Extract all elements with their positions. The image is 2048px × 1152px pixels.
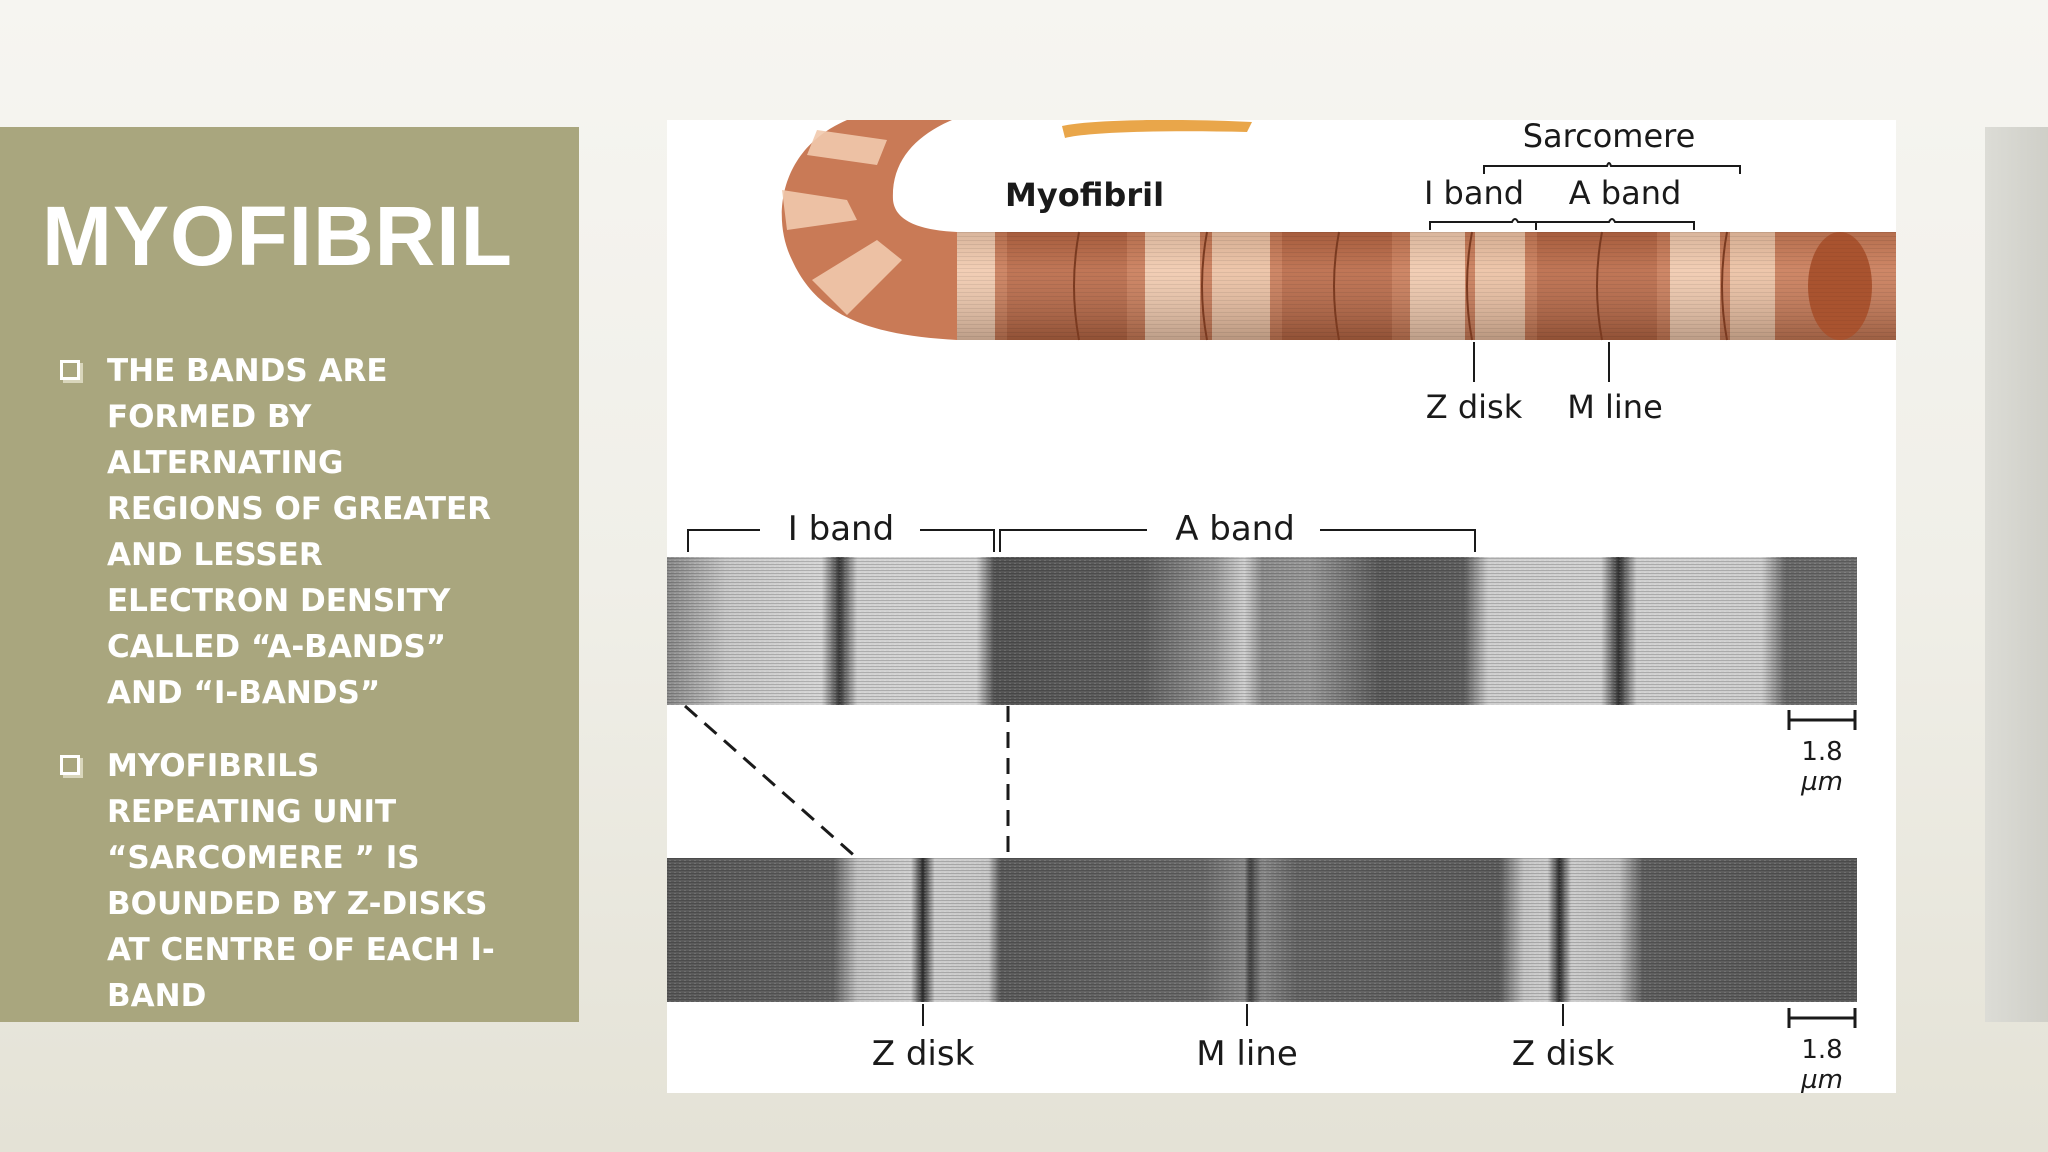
a-band-bracket-left (999, 529, 1147, 552)
scale-bar-upper-value: 1.8 (1801, 737, 1842, 767)
a-band-bracket-right (1320, 529, 1476, 552)
myofibril-label: Myofibril (1005, 176, 1164, 214)
m-line-label: M line (1567, 388, 1663, 426)
scale-bar-lower-value: 1.8 (1801, 1035, 1842, 1065)
top-brackets (1429, 162, 1741, 382)
z-disk-lines (1073, 231, 1728, 341)
curve-light-band (807, 130, 887, 165)
sarcomere-bracket (1483, 162, 1741, 174)
i-band-bracket-right (920, 529, 995, 552)
nerve-fragment (1062, 120, 1252, 138)
micrograph-m-line-label: M line (1196, 1034, 1298, 1074)
next-slide-edge (1985, 127, 2048, 1022)
sarcomere-label: Sarcomere (1523, 120, 1696, 155)
scale-bar-upper-unit: µm (1800, 767, 1843, 797)
scale-bar-lower-unit: µm (1800, 1065, 1843, 1093)
micrograph-i-band-label: I band (788, 509, 894, 549)
curve-light-band (812, 240, 902, 315)
a-band-bracket (1535, 218, 1695, 230)
checkbox-bullet-icon (60, 360, 80, 380)
bullet-text: MYOFIBRILS REPEATING UNIT “SARCOMERE ” I… (107, 748, 495, 1014)
micrograph-a-band-label: A band (1175, 509, 1295, 549)
bullet-text: THE BANDS ARE FORMED BY ALTERNATING REGI… (107, 353, 492, 711)
zoom-dashed-lines (684, 704, 1010, 860)
myofibril-diagram: Myofibril Sarcomere I band A band Z disk… (667, 120, 1896, 1093)
bullet-item: MYOFIBRILS REPEATING UNIT “SARCOMERE ” I… (60, 743, 500, 1019)
micrograph-brackets (687, 529, 1476, 552)
slide-title: MYOFIBRIL (42, 189, 513, 283)
text-panel (0, 127, 579, 1022)
myofibril-figure: Myofibril Sarcomere I band A band Z disk… (667, 120, 1896, 1093)
micrograph-z-disk-left-label: Z disk (872, 1034, 975, 1074)
myofibril-illustration (781, 120, 1896, 341)
i-band-bracket-left (687, 529, 760, 552)
a-band-label: A band (1569, 174, 1682, 212)
i-band-label: I band (1424, 174, 1524, 212)
curve-light-band (782, 190, 857, 230)
z-disk-label: Z disk (1426, 388, 1523, 426)
micrograph-z-disk-right-label: Z disk (1512, 1034, 1615, 1074)
i-band-bracket (1429, 218, 1537, 230)
scale-bar-lower (1787, 1008, 1857, 1028)
scale-bar-upper (1787, 710, 1857, 730)
bullet-item: THE BANDS ARE FORMED BY ALTERNATING REGI… (60, 348, 500, 716)
checkbox-bullet-icon (60, 755, 80, 775)
micrograph-upper (667, 557, 1857, 705)
micrograph-lower (667, 858, 1857, 1002)
micrograph-pointers (922, 1004, 1564, 1026)
